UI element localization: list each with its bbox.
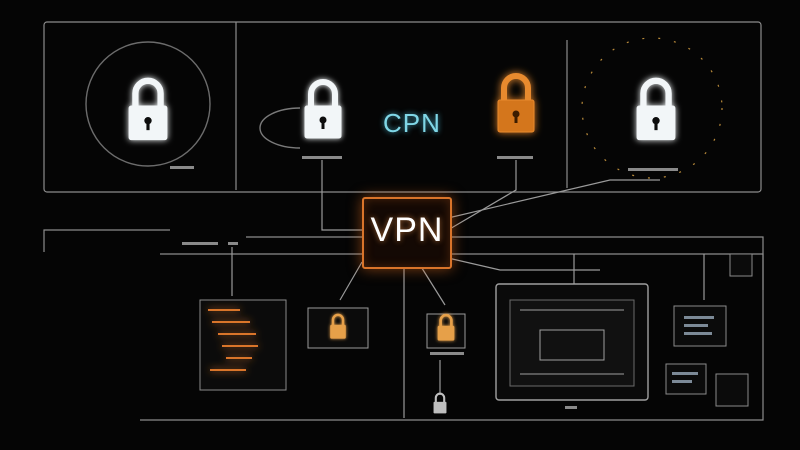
padlock-icon xyxy=(305,82,341,138)
lock-card-2 xyxy=(426,313,466,355)
status-card-2 xyxy=(665,363,707,395)
padlock-icon xyxy=(432,392,448,415)
padlock-icon xyxy=(129,81,167,140)
status-card-1 xyxy=(673,305,727,347)
padlock-icon xyxy=(498,76,534,132)
padlock-icon xyxy=(637,81,675,140)
vpn-node: VPN xyxy=(362,197,452,269)
top-panel xyxy=(43,21,762,193)
lock-card-1 xyxy=(307,307,369,349)
caption-marks xyxy=(170,156,678,245)
log-panel-left xyxy=(199,299,287,391)
ring-1 xyxy=(85,41,211,167)
connector-lines xyxy=(231,160,705,418)
arc-2 xyxy=(259,107,301,149)
cpn-label: CPN xyxy=(383,108,441,138)
status-card-4 xyxy=(729,253,753,277)
vpn-label: VPN xyxy=(370,211,444,249)
status-card-3 xyxy=(715,373,749,407)
dotted-ring xyxy=(581,37,723,179)
screen-panel xyxy=(495,283,649,409)
